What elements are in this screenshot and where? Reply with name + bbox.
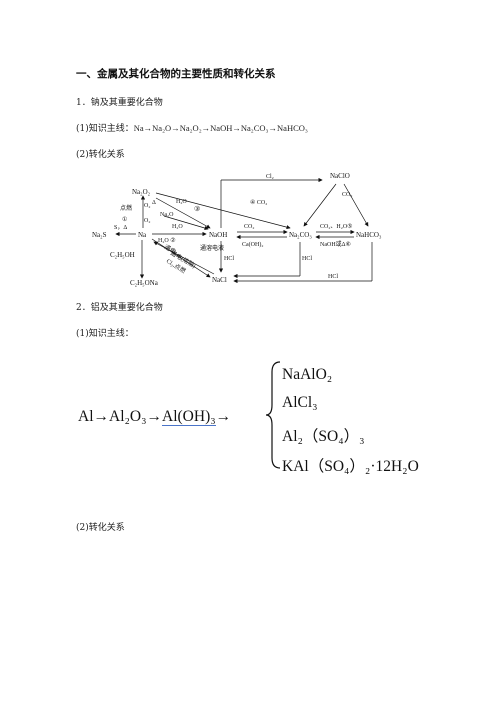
label-caoh2: Ca(OH)₂: [242, 241, 263, 248]
branch-naalo2: NaAlO₂: [282, 366, 333, 383]
sodium-relation-label: (2)转化关系: [76, 150, 125, 160]
label-o2-a: O₂: [144, 203, 150, 209]
label-c3: ③: [194, 205, 200, 213]
node-naoh: NaOH: [209, 231, 227, 239]
aluminum-heading: 2．铝及其重要化合物: [76, 303, 163, 313]
label-c4-co2: ④ CO₂: [250, 199, 267, 206]
node-c2h5ona: C₂H₅ONa: [130, 279, 159, 287]
label-s-delta: S，Δ: [114, 225, 127, 231]
label-hcl-a: HCl: [224, 256, 234, 262]
chain-aloh3: Al(OH)₃: [162, 408, 216, 426]
label-h2o-b: H₂O: [172, 224, 183, 230]
aluminum-relation-label: (2)转化关系: [76, 523, 125, 533]
node-na2o2: Na₂O₂: [132, 188, 151, 196]
brace-icon: [265, 361, 281, 469]
sodium-chain: Na→Na₂O→Na₂O₂→NaOH→Na₂CO₃→NaHCO₃: [133, 123, 308, 133]
aluminum-mainline-label: (1)知识主线：: [76, 329, 134, 339]
chain-al2o3: Al₂O₃: [109, 408, 147, 425]
label-co2-right: CO₂: [342, 192, 352, 198]
node-nahco3: NaHCO₃: [356, 231, 382, 239]
node-na: Na: [138, 231, 147, 239]
branch-al2so43: Al₂（SO₄）₃: [282, 428, 365, 445]
label-dianjie: 通溶电液: [200, 244, 224, 252]
mainline-label: (1)知识主线：: [76, 124, 134, 134]
label-naoh-c6: NaOH或Δ⑥: [320, 240, 351, 248]
label-delta: Δ: [152, 200, 156, 206]
label-hcl-c: HCl: [328, 274, 338, 280]
sodium-conversion-diagram: NaClO Na₂O₂ Na₂O Na₂S Na NaOH Na₂CO₃ NaH…: [92, 166, 392, 300]
diagram-svg: NaClO Na₂O₂ Na₂O Na₂S Na NaOH Na₂CO₃ NaH…: [92, 172, 382, 287]
node-na2s: Na₂S: [92, 231, 107, 239]
label-h2o-c2: H₂O ②: [158, 237, 176, 244]
label-co2-h2o-c5: CO₂、H₂O⑤: [320, 223, 353, 230]
label-cl2-top: Cl₂: [266, 174, 274, 180]
node-na2co3: Na₂CO₃: [289, 231, 312, 239]
node-na2o: Na₂O: [160, 212, 174, 218]
node-c2h5oh: C₂H₅OH: [110, 251, 135, 259]
label-co2-mid: CO₂: [244, 224, 254, 230]
sodium-heading: 1．钠及其重要化合物: [76, 98, 163, 108]
section-title: 一、金属及其化合物的主要性质和转化关系: [76, 68, 276, 80]
chain-al: Al: [78, 408, 94, 425]
branch-alcl3: AlCl₃: [282, 394, 318, 411]
aluminum-chain: Al→Al₂O₃→Al(OH)₃→: [78, 408, 232, 426]
label-dianran: 点燃: [120, 204, 132, 212]
node-nacl: NaCl: [212, 276, 227, 284]
label-hcl-b: HCl: [302, 256, 312, 262]
label-h2o-a: H₂O: [176, 199, 187, 205]
label-c1: ①: [122, 216, 127, 223]
sodium-mainline: (1)知识主线：Na→Na₂O→Na₂O₂→NaOH→Na₂CO₃→NaHCO₃: [76, 121, 308, 134]
node-naclo: NaClO: [330, 172, 350, 180]
label-o2-b: O₂: [144, 218, 150, 224]
branch-kalso42: KAl（SO₄）₂·12H₂O: [282, 458, 419, 475]
